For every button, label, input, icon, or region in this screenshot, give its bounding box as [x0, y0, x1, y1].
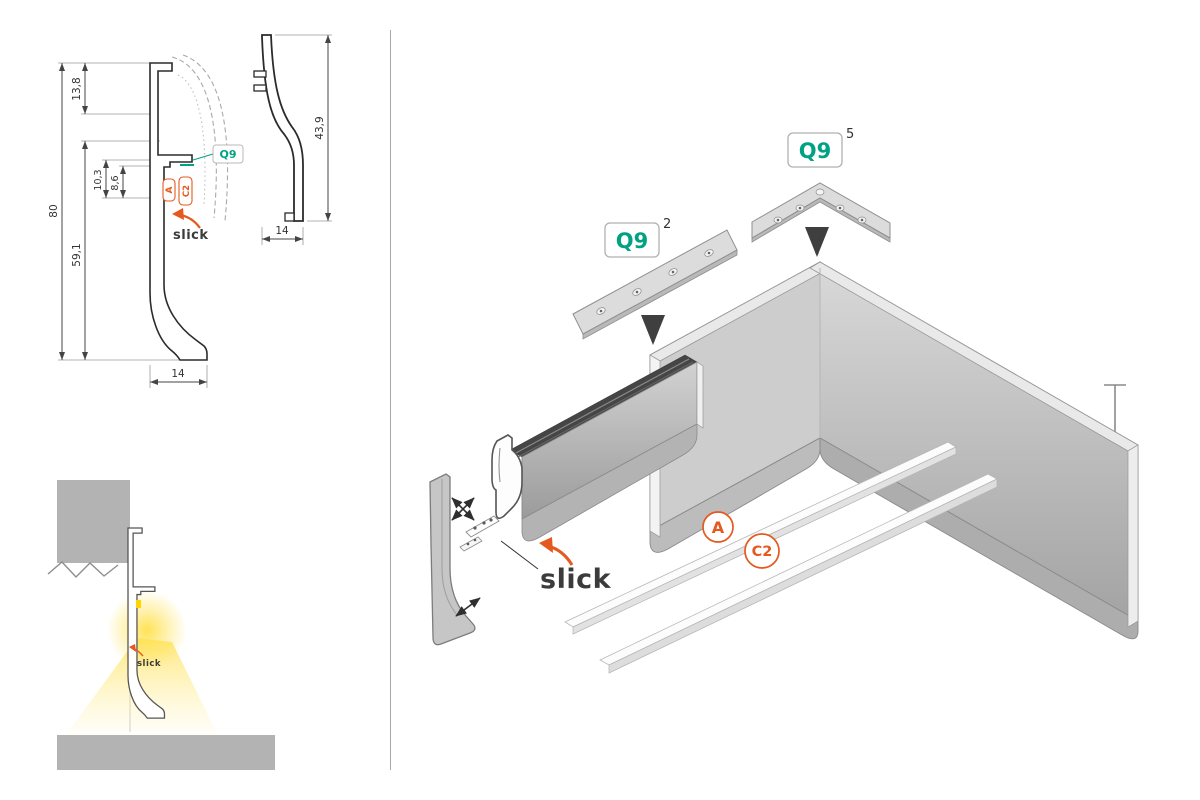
q9-callout: Q9 [180, 144, 244, 166]
profile-front-flare [521, 423, 698, 542]
wall-break-line [47, 561, 119, 579]
dim-side-height: 43,9 [314, 116, 326, 139]
channel-highlight [517, 361, 694, 458]
connector-holes [773, 188, 867, 224]
side-profile-outline [261, 34, 304, 222]
led-strip-lit [136, 600, 141, 608]
dim-top-height: 13,8 [71, 77, 83, 100]
cover-c2-badge: C2 [744, 533, 780, 569]
brand-arrowhead-icon [172, 208, 184, 220]
q9-corner-label: Q9 [799, 139, 831, 163]
dimension-lines [262, 35, 331, 242]
brand-logo-small: slick [129, 644, 161, 669]
profile-a-label: A [165, 186, 175, 193]
q9-corner-callout: Q9 5 [787, 127, 854, 168]
light-glow [107, 590, 187, 670]
cover-c2-label: C2 [752, 544, 773, 560]
led-strip-piece [465, 515, 500, 538]
corner-profile-body [649, 261, 1139, 640]
straight-profile-piece [491, 354, 704, 542]
dim-side-width: 14 [275, 225, 289, 237]
brand-text: slick [137, 659, 161, 669]
dim-channel-b: 8,6 [110, 175, 121, 190]
q9-straight-label: Q9 [616, 229, 648, 253]
phantom-cover-lines [171, 54, 229, 222]
cross-section-drawings: 80 13,8 59,1 10,3 8,6 14 Q9 [48, 34, 332, 388]
cross-arrow-icon [451, 497, 475, 521]
brand-arrowhead-icon [129, 644, 136, 652]
end-cap-edge [441, 479, 458, 616]
profile-end-cut [696, 361, 704, 429]
q9-label: Q9 [219, 148, 236, 161]
brand-text: slick [173, 228, 209, 243]
straight-connector-plate [572, 229, 738, 340]
fastener-parts [451, 497, 500, 617]
section-divider [390, 30, 391, 770]
brand-logo-large: slick [500, 537, 612, 595]
installation-illustration: slick [47, 480, 275, 770]
q9-straight-qty: 2 [663, 217, 671, 232]
side-profile-foot [284, 212, 295, 222]
cross-section-detail [498, 447, 501, 483]
dimension-lines [59, 63, 207, 385]
corner-right-end-cut [1127, 444, 1139, 628]
diffuser-strip-c2 [599, 473, 998, 674]
extension-lines [58, 62, 208, 388]
end-cap [429, 473, 476, 646]
channel-highlight [513, 358, 690, 455]
brand-leader-line [500, 540, 539, 570]
brand-text: slick [540, 564, 612, 595]
front-cross-section: 80 13,8 59,1 10,3 8,6 14 Q9 [48, 54, 244, 388]
wall-block [57, 480, 130, 563]
cover-c2-label: C2 [182, 185, 192, 197]
profile-a-badge: A [702, 511, 734, 543]
slide-arrow-icon [455, 597, 481, 617]
dim-channel-a: 10,3 [93, 169, 104, 190]
mounting-bracket [1104, 384, 1126, 440]
floor-block [57, 735, 275, 770]
corner-right-flare [819, 437, 1139, 640]
led-strip-piece [459, 536, 483, 552]
light-cone [66, 638, 218, 735]
q9-corner-qty: 5 [846, 127, 854, 142]
brand-arrowhead-icon [539, 537, 553, 553]
side-profile-tooth [253, 84, 267, 92]
dim-total-height: 80 [48, 204, 60, 217]
profile-a-callout: A [162, 178, 176, 202]
corner-right-face [819, 261, 1139, 622]
profile-a-label: A [712, 518, 725, 537]
side-cross-section: 43,9 14 [253, 34, 332, 245]
q9-straight-callout: Q9 2 [604, 217, 671, 258]
corner-connector-plate [751, 182, 891, 243]
brand-logo: slick [172, 208, 209, 243]
cover-c2-callout: C2 [178, 176, 193, 206]
connector-holes [596, 249, 714, 315]
dim-lower-height: 59,1 [71, 243, 83, 266]
dim-width: 14 [171, 368, 185, 380]
exploded-corner-view: Q9 2 Q9 5 [429, 127, 1139, 674]
side-profile-tooth [253, 70, 267, 78]
